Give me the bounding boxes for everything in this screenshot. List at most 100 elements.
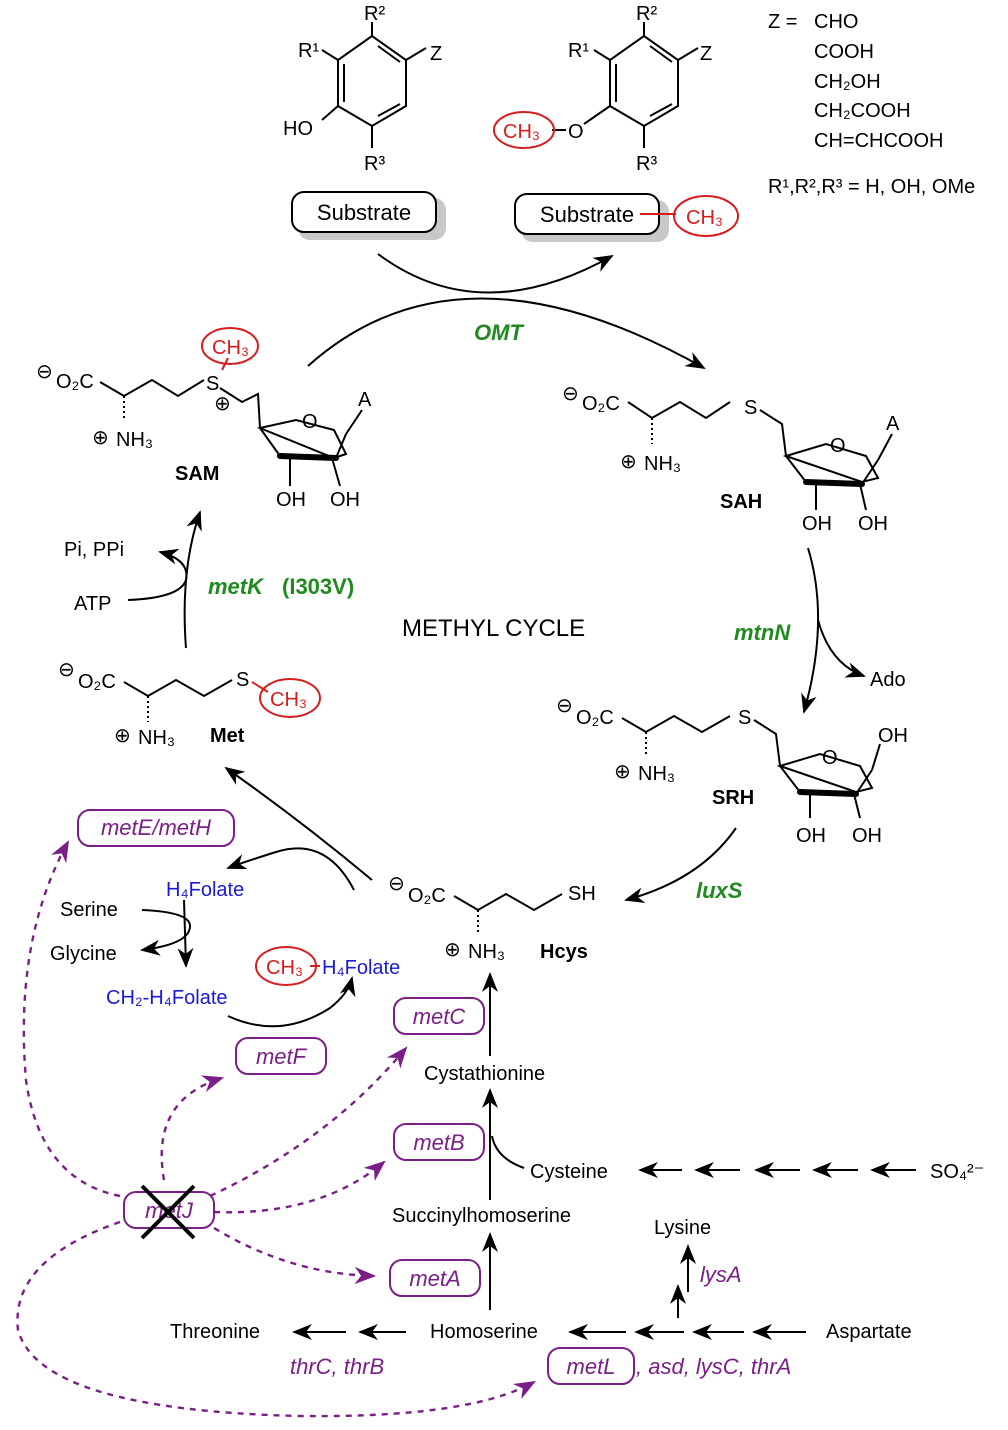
ado-label: Ado <box>870 669 906 691</box>
srh-ring-o: O <box>822 747 838 769</box>
sah-structure: ⊖ O₂C ⊕ NH₃ S O A OH OH SAH <box>562 383 900 535</box>
z-header: Z = <box>768 11 797 33</box>
r1-label-right: R¹ <box>568 40 589 62</box>
pi-ppi-label: Pi, PPi <box>64 539 124 561</box>
ch3-box-label: CH₃ <box>686 207 723 229</box>
met-s: S <box>236 669 249 691</box>
atp-label: ATP <box>74 593 111 615</box>
gene-metC-label: metC <box>413 1004 466 1029</box>
hcys-plus: ⊕ <box>444 939 461 961</box>
metk-label: metK <box>208 574 265 599</box>
z-option-3: CH₂OH <box>814 71 881 93</box>
met-co2: O₂C <box>78 671 116 693</box>
succinylhomoserine-label: Succinylhomoserine <box>392 1205 571 1227</box>
sam-nh3: NH₃ <box>116 429 153 451</box>
met-ch3: CH₃ <box>270 689 307 711</box>
r1-label: R¹ <box>298 40 319 62</box>
cystathionine-label: Cystathionine <box>424 1063 545 1085</box>
sulfate-label: SO₄²⁻ <box>930 1161 984 1183</box>
mtnn-label: mtnN <box>734 620 791 645</box>
gene-metF: metF <box>235 1037 327 1075</box>
ado-arrow <box>817 619 866 678</box>
srh-label: SRH <box>712 787 754 809</box>
cysteine-merge-arrow <box>491 1135 525 1169</box>
ch2-h4folate-label: CH₂-H₄Folate <box>106 987 228 1009</box>
gene-metB: metB <box>393 1123 485 1161</box>
methyl-highlight-box <box>673 195 739 237</box>
sah-plus: ⊕ <box>620 451 637 473</box>
folate-arc-top <box>226 847 355 891</box>
r-groups: R¹,R²,R³ = H, OH, OMe <box>768 176 975 198</box>
methyl-cycle-title: METHYL CYCLE <box>402 615 585 642</box>
sam-minus: ⊖ <box>36 361 53 383</box>
srh-oh-anomeric: OH <box>878 725 908 747</box>
sah-s: S <box>744 397 757 419</box>
gene-metL: metL , asd, lysC, thrA <box>547 1347 791 1385</box>
hcys-sh: SH <box>568 883 596 905</box>
metk-mutation-label: (I303V) <box>282 574 354 599</box>
ch3-methyl-label: CH₃ <box>503 121 540 143</box>
sam-s: S <box>206 373 219 395</box>
mtnn-arrow <box>801 547 820 714</box>
r3-label: R³ <box>364 153 385 175</box>
biosynthesis-pathway: Cystathionine Cysteine SO₄²⁻ Succinylhom… <box>170 972 984 1343</box>
luxs-arrow <box>624 827 737 904</box>
gene-metL-rest: , asd, lysC, thrA <box>636 1354 791 1379</box>
gene-metL-label: metL <box>567 1354 616 1379</box>
srh-structure: ⊖ O₂C ⊕ NH₃ S O OH OH OH SRH <box>556 695 908 847</box>
srh-oh2: OH <box>852 825 882 847</box>
sah-adenine: A <box>886 413 900 435</box>
atp-arrow <box>127 548 188 601</box>
sam-oh1: OH <box>276 489 306 511</box>
srh-s: S <box>738 707 751 729</box>
sam-adenine: A <box>358 389 372 411</box>
z-option-1: CHO <box>814 11 858 33</box>
met-nh3: NH₃ <box>138 727 175 749</box>
threonine-label: Threonine <box>170 1321 260 1343</box>
sam-label: SAM <box>175 463 219 485</box>
z-options: Z = CHO COOH CH₂OH CH₂COOH CH=CHCOOH R¹,… <box>768 11 975 198</box>
r3-label-right: R³ <box>636 153 657 175</box>
z-option-4: CH₂COOH <box>814 100 911 122</box>
srh-co2: O₂C <box>576 707 614 729</box>
sam-plus: ⊕ <box>92 427 109 449</box>
gene-metEH-label: metE/metH <box>101 815 211 840</box>
aspartate-label: Aspartate <box>826 1321 912 1343</box>
gene-metJ: metJ <box>123 1184 215 1240</box>
h4folate-label: H₄Folate <box>166 879 244 901</box>
hcys-co2: O₂C <box>408 885 446 907</box>
met-label: Met <box>210 725 245 747</box>
z-label: Z <box>430 43 442 65</box>
gene-thrCB-label: thrC, thrB <box>290 1354 384 1379</box>
substrate-label-right: Substrate <box>540 202 634 227</box>
gene-metC: metC <box>393 997 485 1035</box>
sam-co2: O₂C <box>56 371 94 393</box>
substrate-left-structure: R² R¹ Z HO R³ <box>283 3 442 175</box>
substrate-methylation-arrow <box>377 253 614 294</box>
omt-label: OMT <box>474 320 524 345</box>
hcys-structure: ⊖ O₂C ⊕ NH₃ SH Hcys <box>388 873 596 963</box>
sam-structure: ⊖ O₂C ⊕ NH₃ S ⊕ CH₃ O A OH OH SAM <box>36 327 372 511</box>
hcys-label: Hcys <box>540 941 588 963</box>
z-option-5: CH=CHCOOH <box>814 130 943 152</box>
homoserine-label: Homoserine <box>430 1321 538 1343</box>
glycine-label: Glycine <box>50 943 117 965</box>
met-structure: ⊖ O₂C ⊕ NH₃ S CH₃ Met <box>58 659 321 749</box>
substrate-box-right: Substrate CH₃ <box>514 193 739 242</box>
o-label: O <box>568 121 584 143</box>
hcys-nh3: NH₃ <box>468 941 505 963</box>
substrate-label-left: Substrate <box>317 200 411 225</box>
serine-glycine-arrow <box>140 909 192 956</box>
gene-metB-label: metB <box>413 1130 464 1155</box>
sah-minus: ⊖ <box>562 383 579 405</box>
hcys-to-met-arrow <box>224 766 373 881</box>
met-plus: ⊕ <box>114 725 131 747</box>
gene-metA-label: metA <box>409 1266 460 1291</box>
srh-minus: ⊖ <box>556 695 573 717</box>
srh-plus: ⊕ <box>614 761 631 783</box>
omt-arrow <box>307 297 706 369</box>
gene-metEH: metE/metH <box>77 809 235 847</box>
folate-cycle: H₄Folate Serine Glycine CH₂-H₄Folate CH₃… <box>50 847 400 1028</box>
lysine-label: Lysine <box>654 1217 711 1239</box>
